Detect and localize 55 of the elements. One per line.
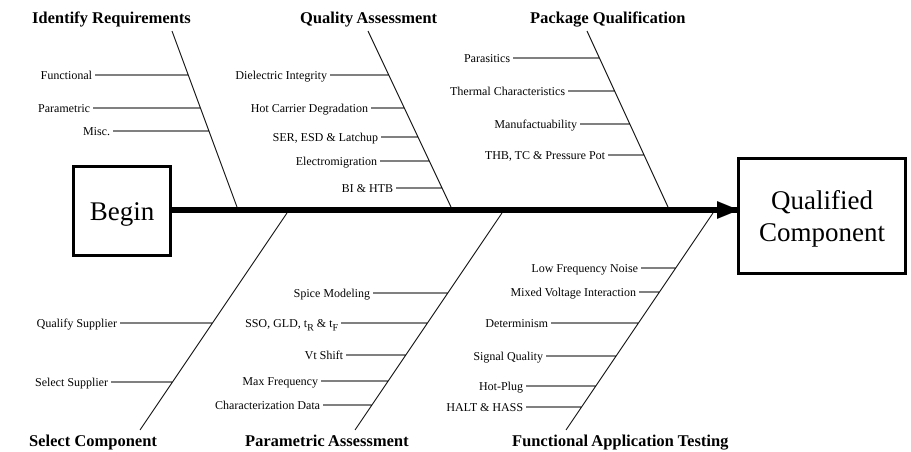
branch-line: [112, 130, 210, 132]
category-heading: Functional Application Testing: [512, 432, 728, 450]
category-heading: Package Qualification: [530, 9, 686, 27]
cause-label: Electromigration: [296, 153, 377, 169]
category-heading: Identify Requirements: [32, 9, 191, 27]
cause-label: Manufactuability: [494, 116, 577, 132]
branch-line: [346, 354, 406, 356]
cause-label: Determinism: [485, 315, 548, 331]
cause-label: THB, TC & Pressure Pot: [484, 147, 605, 163]
cause-label: Misc.: [83, 123, 110, 139]
branch-line: [568, 90, 616, 92]
bone-line: [566, 212, 714, 430]
cause-label: Hot Carrier Degradation: [250, 100, 368, 116]
cause-label: Hot-Plug: [478, 378, 523, 394]
cause-label: Spice Modeling: [294, 285, 370, 301]
cause-label: Select Supplier: [35, 374, 108, 390]
end-box: Qualified Component: [737, 157, 907, 275]
branch-line: [526, 406, 582, 408]
cause-label: BI & HTB: [342, 180, 393, 196]
cause-label: Parametric: [38, 100, 90, 116]
cause-label: Functional: [40, 67, 92, 83]
cause-label: Parasitics: [464, 50, 510, 66]
branch-line: [550, 322, 639, 324]
branch-line: [380, 136, 418, 138]
cause-label: HALT & HASS: [446, 399, 523, 415]
bone-line: [586, 30, 668, 208]
branch-line: [120, 322, 213, 324]
bone-line: [140, 212, 288, 430]
cause-label: Signal Quality: [473, 348, 543, 364]
spine-arrow: [172, 201, 739, 219]
bone-line: [368, 30, 452, 208]
cause-label: Characterization Data: [215, 397, 320, 413]
branch-line: [608, 154, 645, 156]
cause-label: Qualify Supplier: [36, 315, 117, 331]
bone-line: [354, 212, 502, 430]
branch-line: [320, 380, 389, 382]
branch-line: [372, 292, 448, 294]
cause-label: Dielectric Integrity: [235, 67, 327, 83]
branch-line: [330, 74, 390, 76]
category-heading: Select Component: [29, 432, 157, 450]
category-heading: Parametric Assessment: [245, 432, 409, 450]
start-box: Begin: [72, 165, 172, 257]
branch-line: [380, 160, 430, 162]
cause-label: Mixed Voltage Interaction: [510, 284, 636, 300]
category-heading: Quality Assessment: [300, 9, 438, 27]
cause-label: SSO, GLD, t$_{R}$ & t$_{F}$: [245, 315, 338, 336]
cause-label: Low Frequency Noise: [531, 260, 638, 276]
cause-label: Vt Shift: [304, 347, 343, 363]
branch-line: [94, 74, 189, 76]
branch-line: [340, 322, 428, 324]
cause-label: SER, ESD & Latchup: [272, 129, 378, 145]
bone-line: [172, 30, 238, 208]
branch-line: [322, 404, 372, 406]
cause-label: Max Frequency: [242, 373, 318, 389]
cause-label: Thermal Characteristics: [450, 83, 565, 99]
